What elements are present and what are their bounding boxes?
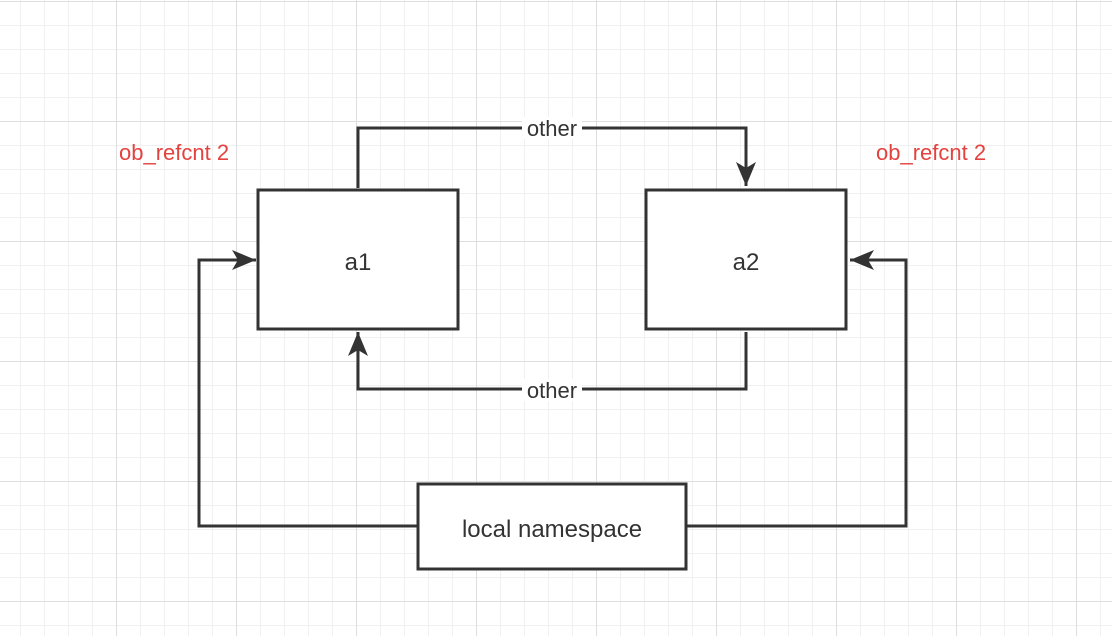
- node-a1-label: a1: [345, 249, 372, 276]
- node-a2-box: [644, 188, 848, 331]
- a2-refcnt-annotation: ob_refcnt 2: [876, 140, 986, 165]
- node-local-namespace: local namespace: [416, 482, 688, 571]
- node-a2-label: a2: [733, 249, 760, 276]
- edge-namespace-to-a1: [197, 250, 418, 528]
- edge-a2-to-a1-label-bg: [522, 379, 582, 401]
- node-a1: a1: [256, 188, 460, 331]
- a1-refcnt-annotation: ob_refcnt 2: [119, 140, 229, 165]
- node-a1-box: [256, 188, 460, 331]
- edge-namespace-to-a2: [686, 250, 908, 528]
- node-local-namespace-label: local namespace: [462, 516, 642, 543]
- edge-a2-to-a1-label: other: [527, 378, 577, 403]
- edge-a1-to-a2-label: other: [527, 116, 577, 141]
- edge-a2-to-a1: other: [348, 332, 748, 403]
- node-a2: a2: [644, 188, 848, 331]
- edge-a1-to-a2-label-bg: [522, 117, 582, 139]
- edge-a1-to-a2: other: [356, 116, 756, 188]
- node-local-namespace-box: [416, 482, 688, 571]
